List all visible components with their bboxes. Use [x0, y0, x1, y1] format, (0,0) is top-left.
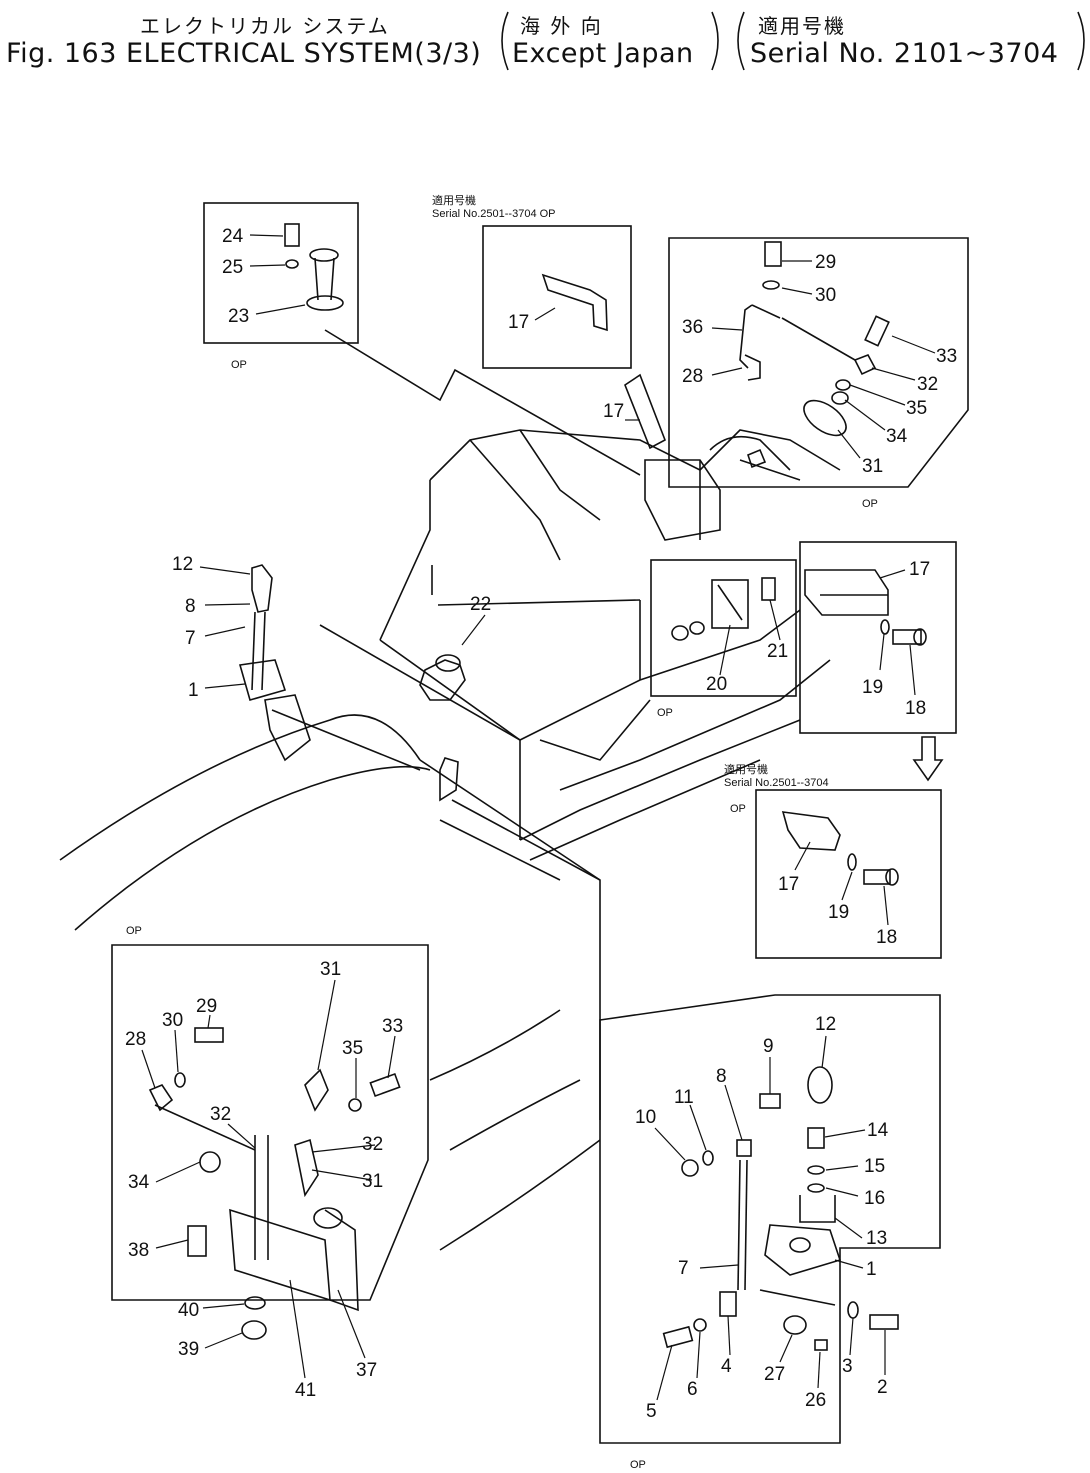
part-number-label: 19: [862, 677, 883, 698]
part-number-label: 2: [877, 1377, 888, 1398]
part-number-label: 31: [320, 959, 341, 980]
part-number-label: 33: [382, 1016, 403, 1037]
part-number-label: 6: [687, 1379, 698, 1400]
part-number-label: 18: [905, 698, 926, 719]
part-number-label: 28: [682, 366, 703, 387]
title-jp-market: 海 外 向: [520, 14, 603, 38]
part-number-label: 27: [764, 1364, 785, 1385]
part-number-label: 29: [196, 996, 217, 1017]
part-number-label: 35: [342, 1038, 363, 1059]
serial-note-top: Serial No.2501--3704 OP: [432, 208, 556, 220]
op-label: OP: [630, 1459, 646, 1471]
part-number-label: 37: [356, 1360, 377, 1381]
op-label: OP: [862, 498, 878, 510]
serial-note-top-jp: 適用号機: [432, 193, 476, 207]
market-label: Except Japan: [512, 38, 694, 69]
figure-title: Fig. 163 ELECTRICAL SYSTEM(3/3): [6, 38, 482, 69]
part-number-label: 5: [646, 1401, 657, 1422]
part-number-label: 8: [185, 596, 196, 617]
part-number-label: 13: [866, 1228, 887, 1249]
part-number-label: 30: [815, 285, 836, 306]
part-number-label: 33: [936, 346, 957, 367]
part-number-label: 21: [767, 641, 788, 662]
part-number-label: 23: [228, 306, 249, 327]
part-number-label: 38: [128, 1240, 149, 1261]
part-number-label: 10: [635, 1107, 656, 1128]
part-number-label: 32: [917, 374, 938, 395]
part-number-label: 35: [906, 398, 927, 419]
part-number-label: 26: [805, 1390, 826, 1411]
part-number-label: 29: [815, 252, 836, 273]
op-label: OP: [657, 707, 673, 719]
part-number-label: 17: [909, 559, 930, 580]
part-number-label: 31: [362, 1171, 383, 1192]
part-number-label: 31: [862, 456, 883, 477]
part-number-label: 36: [682, 317, 703, 338]
op-label: OP: [231, 359, 247, 371]
part-number-label: 32: [210, 1104, 231, 1125]
part-number-label: 41: [295, 1380, 316, 1401]
part-number-label: 18: [876, 927, 897, 948]
part-number-label: 1: [188, 680, 199, 701]
part-number-label: 17: [508, 312, 529, 333]
part-number-label: 22: [470, 594, 491, 615]
part-number-label: 16: [864, 1188, 885, 1209]
part-number-label: 9: [763, 1036, 774, 1057]
part-number-label: 34: [128, 1172, 150, 1193]
part-number-label: 24: [222, 226, 244, 247]
title-jp-system: エレクトリカル システム: [140, 14, 390, 38]
part-number-label: 7: [185, 628, 196, 649]
part-number-label: 17: [778, 874, 799, 895]
op-label: OP: [126, 925, 142, 937]
op-label: OP: [730, 803, 746, 815]
serial-note-mid-jp: 適用号機: [724, 762, 768, 776]
part-number-label: 12: [815, 1014, 836, 1035]
part-number-label: 28: [125, 1029, 146, 1050]
part-number-label: 17: [603, 401, 624, 422]
part-number-label: 1: [866, 1259, 877, 1280]
part-number-label: 7: [678, 1258, 689, 1279]
part-number-label: 32: [362, 1134, 383, 1155]
part-number-label: 20: [706, 674, 727, 695]
part-number-label: 40: [178, 1300, 199, 1321]
part-number-label: 8: [716, 1066, 727, 1087]
part-number-label: 25: [222, 257, 243, 278]
serial-note-mid: Serial No.2501--3704: [724, 777, 829, 789]
part-number-label: 4: [721, 1356, 732, 1377]
part-number-label: 14: [867, 1120, 889, 1141]
serial-range: Serial No. 2101~3704: [750, 38, 1059, 69]
part-number-label: 3: [842, 1356, 853, 1377]
part-number-label: 34: [886, 426, 908, 447]
part-number-label: 39: [178, 1339, 199, 1360]
part-number-label: 15: [864, 1156, 885, 1177]
part-number-label: 11: [674, 1087, 694, 1108]
title-jp-serial: 適用号機: [758, 14, 846, 38]
part-number-label: 19: [828, 902, 849, 923]
part-number-label: 12: [172, 554, 193, 575]
part-number-label: 30: [162, 1010, 183, 1031]
